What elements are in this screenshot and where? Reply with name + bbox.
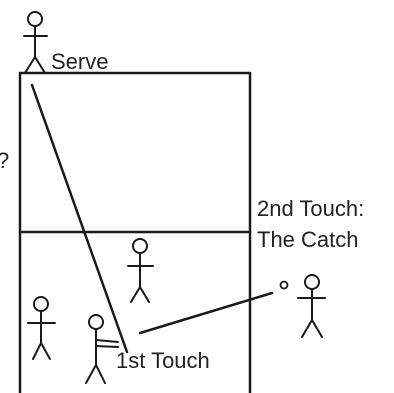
second-touch-label: 2nd Touch: xyxy=(257,196,364,221)
pass-path-line xyxy=(140,293,272,333)
court xyxy=(20,73,250,393)
question-mark-label: ? xyxy=(0,148,9,173)
serve-label: Serve xyxy=(51,49,108,74)
server-stick-figure-icon xyxy=(24,12,47,73)
first-touch-label: 1st Touch xyxy=(116,348,210,373)
player-stick-figure-icon xyxy=(128,239,153,302)
first-touch-stick-figure-icon xyxy=(86,315,118,383)
catch-label: The Catch xyxy=(257,227,359,252)
player-stick-figure-icon xyxy=(28,297,55,359)
ball-icon xyxy=(281,282,288,289)
serve-path-line xyxy=(32,85,127,352)
catcher-stick-figure-icon xyxy=(298,275,325,337)
